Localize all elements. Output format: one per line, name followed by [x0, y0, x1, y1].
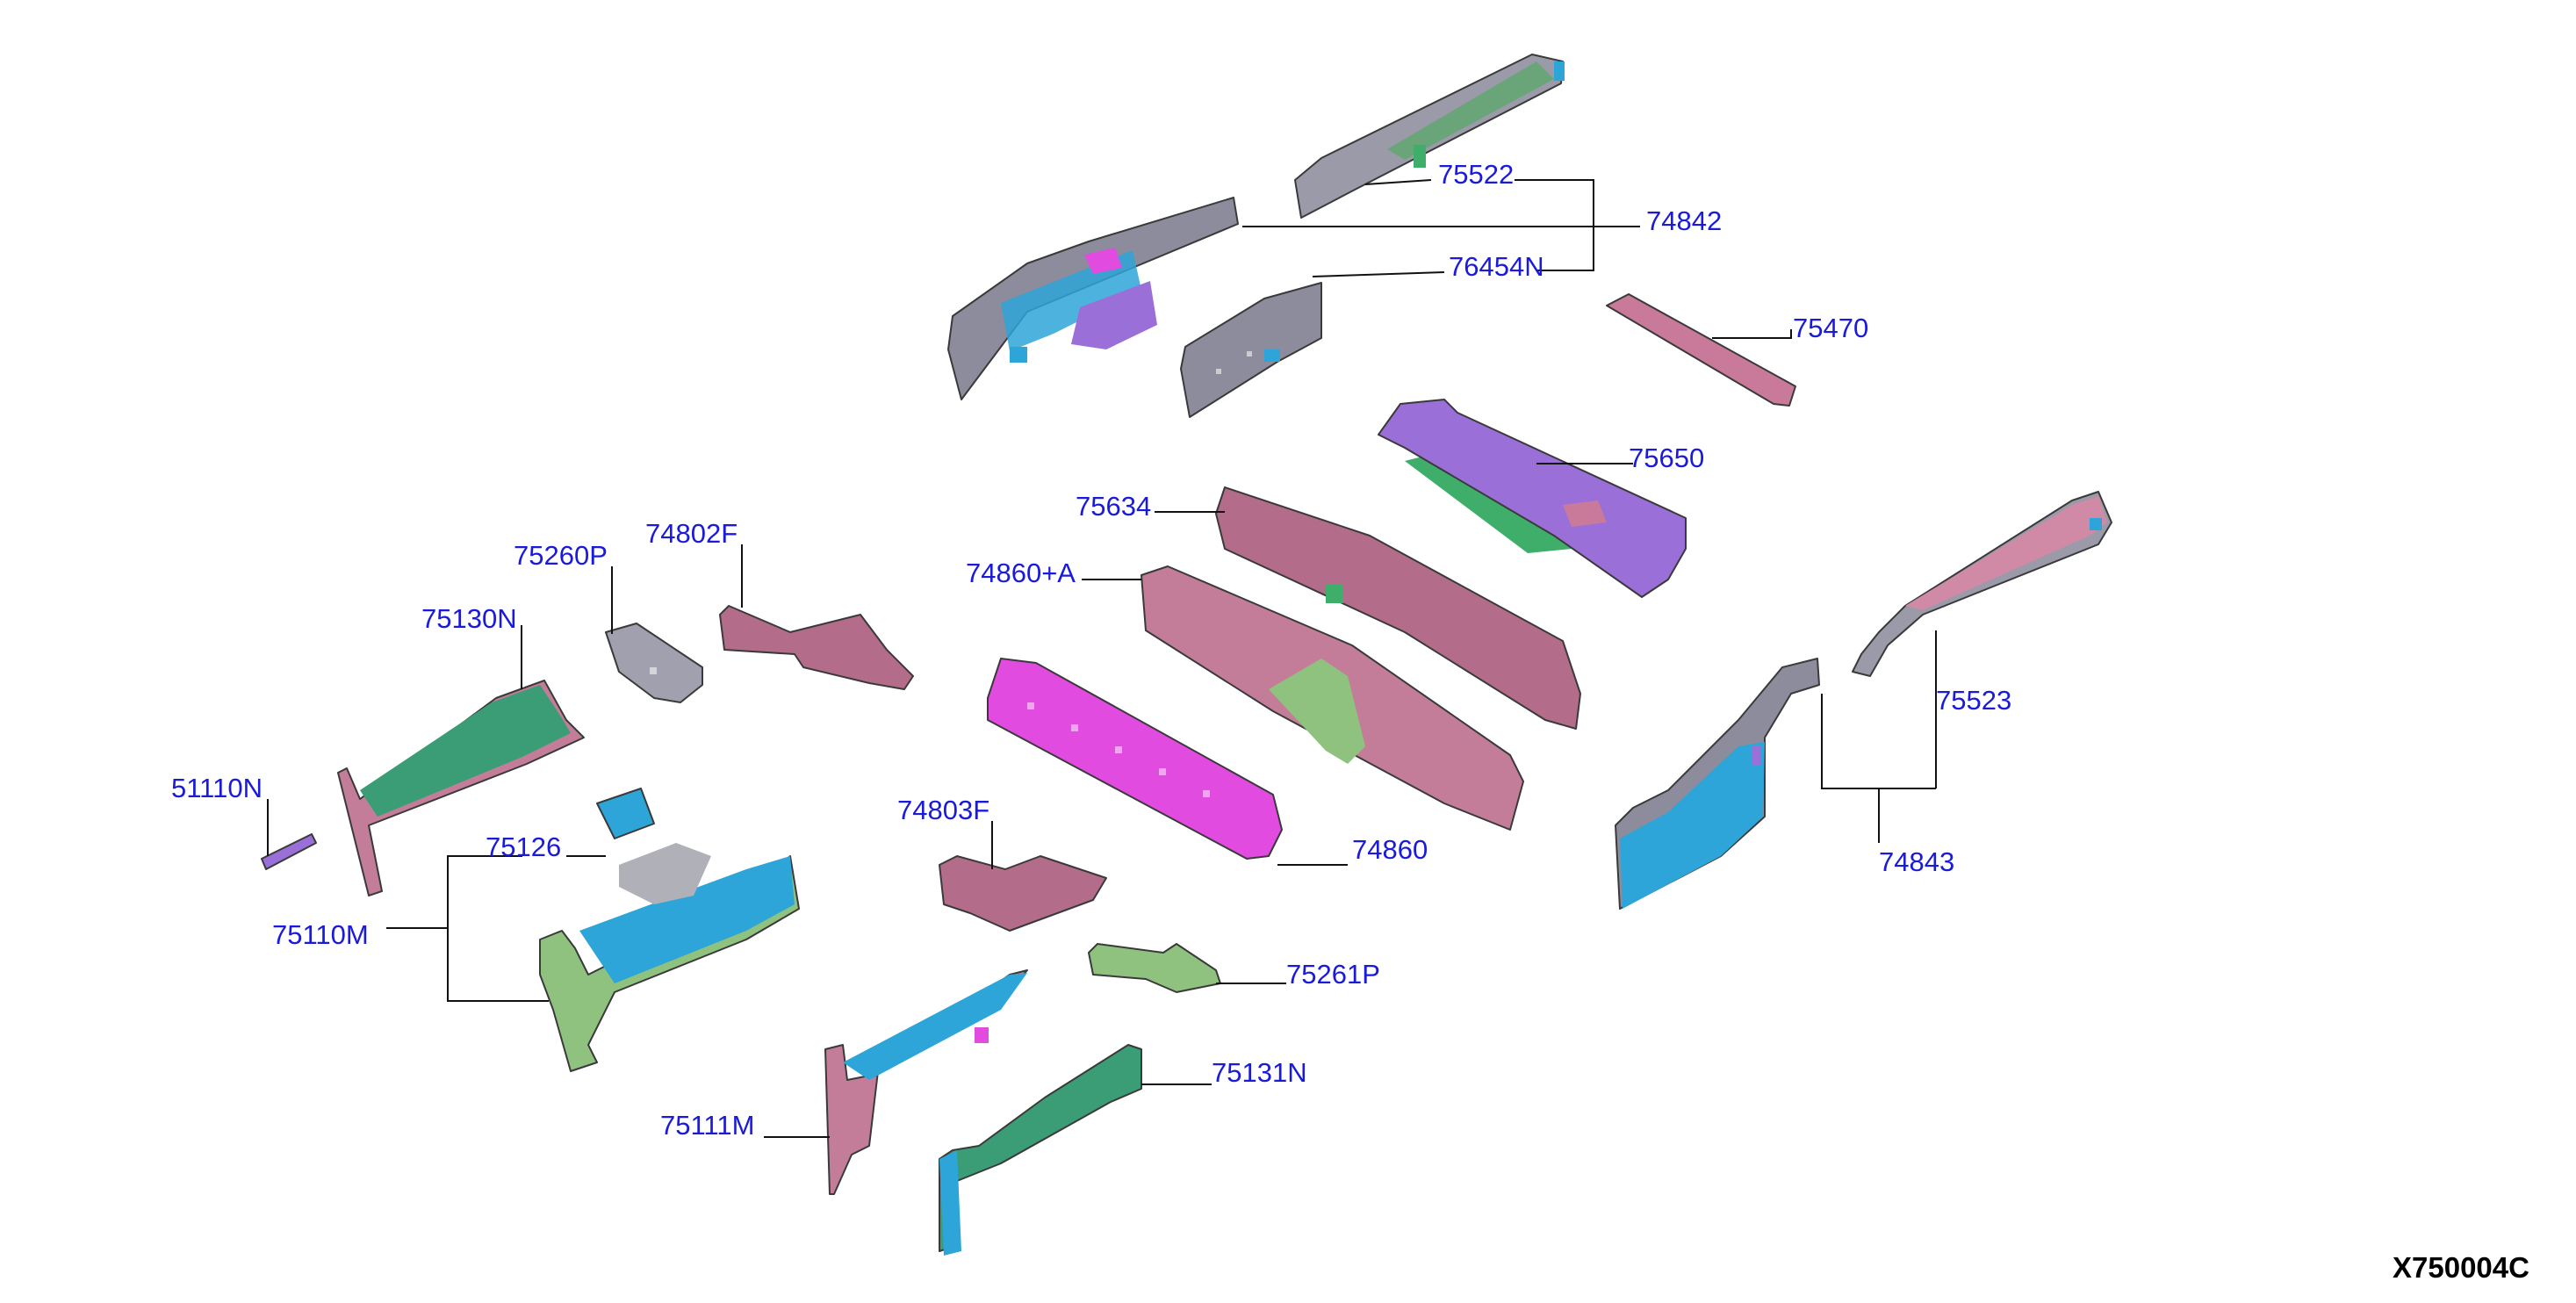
label-74803F[interactable]: 74803F: [897, 795, 989, 825]
part-74803F[interactable]: [939, 855, 1107, 932]
label-75650[interactable]: 75650: [1629, 443, 1704, 473]
part-75522[interactable]: [1294, 54, 1565, 219]
label-75470[interactable]: 75470: [1793, 313, 1868, 343]
label-74860A[interactable]: 74860+A: [966, 558, 1076, 588]
part-75130N[interactable]: [337, 680, 585, 896]
part-76454N[interactable]: [1180, 282, 1322, 418]
label-75523[interactable]: 75523: [1936, 685, 2011, 716]
label-75260P[interactable]: 75260P: [514, 540, 608, 571]
part-51110N[interactable]: [261, 833, 317, 870]
label-51110N[interactable]: 51110N: [171, 773, 263, 803]
label-74843[interactable]: 74843: [1879, 846, 1954, 877]
label-75131N[interactable]: 75131N: [1212, 1057, 1307, 1088]
part-75523[interactable]: [1852, 491, 2112, 677]
part-74802F[interactable]: [719, 605, 914, 690]
leader-lines: [267, 179, 1937, 1138]
label-75111M[interactable]: 75111M: [660, 1110, 754, 1141]
label-76454N[interactable]: 76454N: [1449, 251, 1544, 282]
part-75126[interactable]: [596, 788, 655, 839]
part-74843[interactable]: [1615, 658, 1820, 910]
label-75522[interactable]: 75522: [1438, 159, 1514, 190]
callout-labels: 75522 74842 76454N 75470 75650 75634 748…: [171, 159, 2011, 1141]
label-74802F[interactable]: 74802F: [645, 518, 738, 549]
label-75130N[interactable]: 75130N: [421, 603, 517, 634]
label-75634[interactable]: 75634: [1076, 491, 1151, 522]
label-74842[interactable]: 74842: [1646, 205, 1722, 236]
part-74860[interactable]: [987, 658, 1283, 860]
label-74860[interactable]: 74860: [1352, 834, 1428, 865]
reference-code: X750004C: [2393, 1251, 2529, 1284]
part-75260P[interactable]: [605, 623, 703, 703]
part-75110M[interactable]: [539, 843, 800, 1072]
part-74860A[interactable]: [1140, 565, 1524, 831]
part-75261P[interactable]: [1088, 943, 1221, 993]
label-75110M[interactable]: 75110M: [272, 919, 369, 950]
part-75131N[interactable]: [939, 1044, 1142, 1256]
label-75126[interactable]: 75126: [486, 831, 561, 862]
label-75261P[interactable]: 75261P: [1286, 959, 1380, 990]
part-75650[interactable]: [1378, 399, 1687, 598]
part-75634[interactable]: [1215, 486, 1581, 730]
part-74842[interactable]: [947, 197, 1239, 400]
part-75111M[interactable]: [824, 969, 1028, 1195]
part-75470[interactable]: [1606, 293, 1796, 407]
